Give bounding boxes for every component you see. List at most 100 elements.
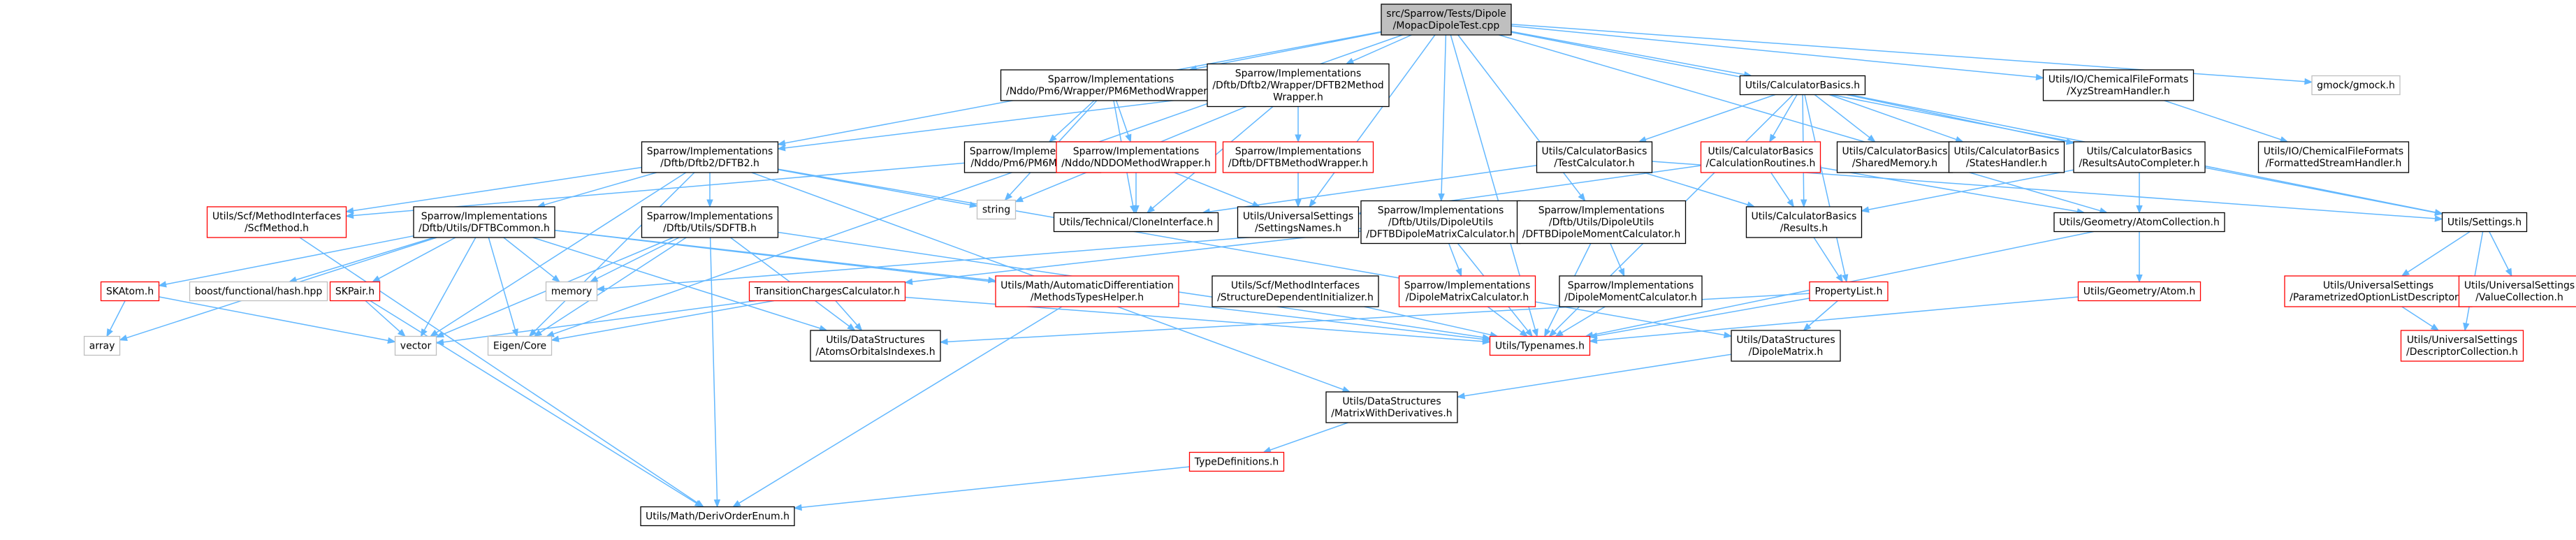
node-gmock: gmock/gmock.h — [2311, 75, 2401, 96]
node-label-line: /Results.h — [1780, 223, 1828, 234]
node-propertylist[interactable]: PropertyList.h — [1809, 281, 1889, 302]
node-label-line: gmock/gmock.h — [2317, 80, 2395, 92]
node-paramoptlist[interactable]: Utils/UniversalSettings/ParametrizedOpti… — [2284, 275, 2473, 307]
node-label-line: /StructureDependentInitializer.h — [1217, 292, 1374, 303]
node-dipolematrix[interactable]: Utils/DataStructures/DipoleMatrix.h — [1731, 330, 1841, 362]
node-typedefs[interactable]: TypeDefinitions.h — [1188, 451, 1285, 472]
node-pm6wrapper[interactable]: Sparrow/Implementations/Nddo/Pm6/Wrapper… — [1000, 69, 1222, 101]
node-calcroutines[interactable]: Utils/CalculatorBasics/CalculationRoutin… — [1700, 141, 1821, 173]
node-dipolemomentcalc_dftb[interactable]: Sparrow/Implementations/Dftb/Utils/Dipol… — [1516, 200, 1687, 245]
node-dftbwrapper[interactable]: Sparrow/Implementations/Dftb/DFTBMethodW… — [1222, 141, 1374, 173]
edge-dftb2wrapper-to-dftb2 — [777, 96, 1208, 152]
edge-dipolematrix-to-matrixderiv — [1456, 353, 1732, 400]
node-atom[interactable]: Utils/Geometry/Atom.h — [2077, 281, 2202, 302]
node-label-line: /DFTBDipoleMomentCalculator.h — [1522, 229, 1680, 240]
edge-propertylist-to-dipolematrix — [1803, 300, 1838, 331]
node-label-line: /Dftb/Utils/DFTBCommon.h — [419, 223, 550, 234]
node-scfmethod[interactable]: Utils/Scf/MethodInterfaces/ScfMethod.h — [206, 206, 347, 238]
node-label-line: Utils/UniversalSettings — [1243, 211, 1353, 222]
node-descriptorcollection[interactable]: Utils/UniversalSettings/DescriptorCollec… — [2400, 330, 2524, 362]
edge-calcbasics-to-stateshandler — [1829, 94, 1964, 143]
edge-nddowrapper-to-cloneinterface — [1133, 173, 1140, 214]
node-dftbcommon[interactable]: Sparrow/Implementations/Dftb/Utils/DFTBC… — [413, 206, 555, 238]
node-box — [413, 206, 555, 238]
node-typenames[interactable]: Utils/Typenames.h — [1489, 335, 1591, 356]
node-typeshelper[interactable]: Utils/Math/AutomaticDifferentiation/Meth… — [995, 275, 1179, 307]
edge-dipolemomentcalc-to-typenames — [1555, 306, 1606, 337]
node-label-line: /Dftb/DFTBMethodWrapper.h — [1228, 158, 1368, 169]
node-dipolematrixcalc_dftb[interactable]: Sparrow/Implementations/Dftb/Utils/Dipol… — [1360, 200, 1521, 245]
edge-atomcollection-to-atom — [2136, 231, 2143, 283]
node-box — [2458, 275, 2576, 307]
node-dftb2wrapper[interactable]: Sparrow/Implementations/Dftb/Dftb2/Wrapp… — [1207, 63, 1390, 108]
node-box — [394, 335, 437, 356]
node-label-line: /Dftb/Dftb2/Wrapper/DFTB2Method — [1212, 80, 1383, 92]
node-label-line: Utils/DataStructures — [1736, 335, 1835, 346]
node-atomcollection[interactable]: Utils/Geometry/AtomCollection.h — [2053, 212, 2225, 233]
node-formattedstream[interactable]: Utils/IO/ChemicalFileFormats/FormattedSt… — [2257, 141, 2410, 173]
edge-nddowrapper-to-settingsnames — [1174, 172, 1261, 207]
node-sdftb[interactable]: Sparrow/Implementations/Dftb/Utils/SDFTB… — [641, 206, 779, 238]
node-label-line: Sparrow/Implementations — [647, 146, 773, 157]
node-label-line: /DipoleMomentCalculator.h — [1564, 292, 1697, 303]
node-label-line: Utils/DataStructures — [826, 335, 924, 346]
node-skpair[interactable]: SKPair.h — [329, 281, 381, 302]
edge-root-to-xyzstream — [1511, 25, 2044, 81]
node-label-line: /StatesHandler.h — [1966, 158, 2047, 169]
node-cloneinterface[interactable]: Utils/Technical/CloneInterface.h — [1053, 212, 1219, 233]
node-xyzstream[interactable]: Utils/IO/ChemicalFileFormats/XyzStreamHa… — [2042, 69, 2195, 101]
edge-xyzstream-to-formattedstream — [2164, 100, 2289, 143]
node-label-line: Utils/Math/AutomaticDifferentiation — [1000, 280, 1174, 291]
edge-dipolemomentcalc_dftb-to-dipolemomentcalc — [1610, 243, 1625, 277]
node-root: src/Sparrow/Tests/Dipole/MopacDipoleTest… — [1381, 3, 1512, 36]
edge-calcroutines-to-results — [1770, 172, 1795, 208]
node-resultsauto[interactable]: Utils/CalculatorBasics/ResultsAutoComple… — [2073, 141, 2206, 173]
edge-pm6wrapper-to-pm6method — [1048, 100, 1095, 143]
node-testcalc[interactable]: Utils/CalculatorBasics/TestCalculator.h — [1536, 141, 1653, 173]
edge-sdftb-to-eigencore — [533, 237, 687, 337]
edge-resultsauto-to-results — [1861, 169, 2074, 213]
node-label-line: /Dftb/Utils/SDFTB.h — [663, 223, 757, 234]
node-label-line: Utils/CalculatorBasics — [1842, 146, 1948, 157]
edge-dftb2-to-vector — [429, 172, 687, 337]
node-label-line: /MopacDipoleTest.cpp — [1393, 20, 1500, 31]
node-box — [2284, 275, 2473, 307]
node-results[interactable]: Utils/CalculatorBasics/Results.h — [1745, 206, 1863, 238]
node-skatom[interactable]: SKAtom.h — [100, 281, 160, 302]
node-array: array — [83, 335, 121, 356]
node-tccalc[interactable]: TransitionChargesCalculator.h — [748, 281, 906, 302]
node-calcbasics[interactable]: Utils/CalculatorBasics.h — [1739, 75, 1866, 96]
node-box — [189, 281, 328, 302]
node-valuecollection[interactable]: Utils/UniversalSettings/ValueCollection.… — [2458, 275, 2576, 307]
node-label-line: Utils/CalculatorBasics.h — [1745, 80, 1860, 92]
node-box — [206, 206, 347, 238]
node-aoindexes[interactable]: Utils/DataStructures/AtomsOrbitalsIndexe… — [810, 330, 941, 362]
node-box — [1325, 391, 1458, 423]
node-dipolemomentcalc[interactable]: Sparrow/Implementations/DipoleMomentCalc… — [1559, 275, 1703, 307]
edge-skpair-to-derivorder — [370, 300, 704, 508]
node-box — [83, 335, 121, 356]
node-sharedmem[interactable]: Utils/CalculatorBasics/SharedMemory.h — [1836, 141, 1953, 173]
node-label-line: Utils/Technical/CloneInterface.h — [1059, 217, 1213, 228]
node-structinit[interactable]: Utils/Scf/MethodInterfaces/StructureDepe… — [1211, 275, 1379, 307]
node-label-line: Utils/DataStructures — [1342, 396, 1441, 407]
node-dftb2[interactable]: Sparrow/Implementations/Dftb/Dftb2/DFTB2… — [641, 141, 779, 173]
node-box — [1489, 335, 1591, 356]
node-label-line: /MatrixWithDerivatives.h — [1331, 408, 1452, 419]
node-nddowrapper[interactable]: Sparrow/Implementations/Nddo/NDDOMethodW… — [1056, 141, 1216, 173]
edge-skatom-to-array — [106, 300, 126, 337]
node-label-line: boost/functional/hash.hpp — [195, 286, 323, 298]
node-dipolematrixcalc[interactable]: Sparrow/Implementations/DipoleMatrixCalc… — [1398, 275, 1536, 307]
node-box — [1053, 212, 1219, 233]
node-settingsnames[interactable]: Utils/UniversalSettings/SettingsNames.h — [1237, 206, 1360, 238]
node-label-line: string — [982, 205, 1010, 216]
node-stateshandler[interactable]: Utils/CalculatorBasics/StatesHandler.h — [1948, 141, 2065, 173]
node-settings[interactable]: Utils/Settings.h — [2441, 212, 2528, 233]
node-derivorder[interactable]: Utils/Math/DerivOrderEnum.h — [640, 506, 795, 527]
node-matrixderiv[interactable]: Utils/DataStructures/MatrixWithDerivativ… — [1325, 391, 1458, 423]
node-label-line: Utils/IO/ChemicalFileFormats — [2264, 146, 2403, 157]
edge-calcbasics-to-testcalc — [1638, 94, 1776, 143]
node-label-line: /Dftb/Utils/DipoleUtils — [1549, 217, 1654, 228]
node-box — [1237, 206, 1360, 238]
node-label-line: /ValueCollection.h — [2475, 292, 2563, 303]
